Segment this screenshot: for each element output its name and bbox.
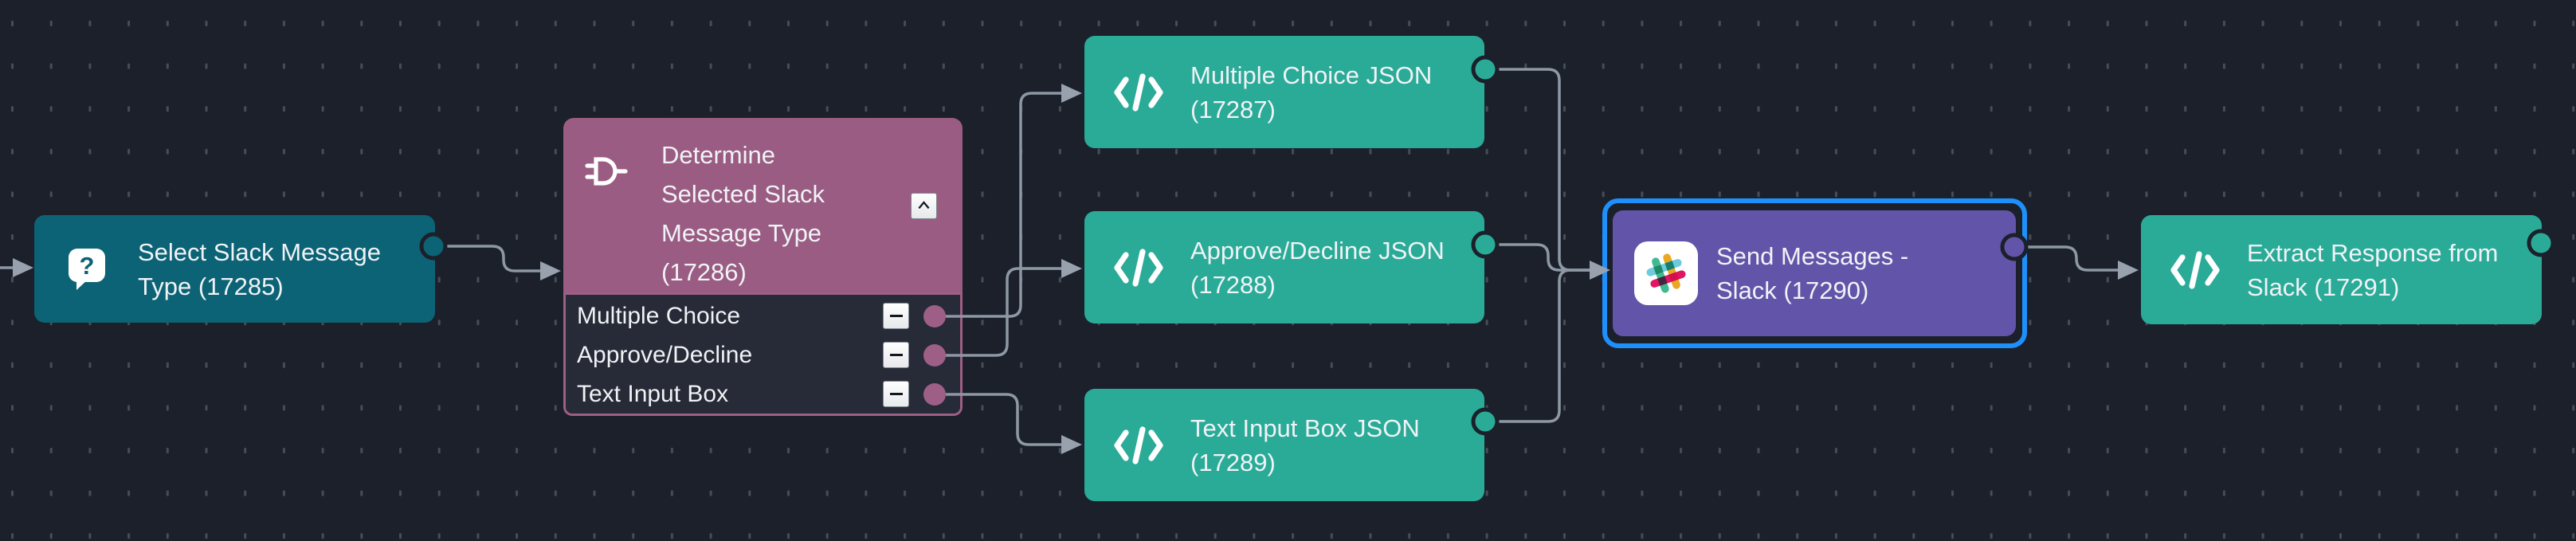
code-icon [1114,425,1163,465]
code-icon [1114,73,1163,112]
question-bubble-icon: ? [69,248,105,290]
node-title: Select Slack Message Type (17285) [138,237,381,300]
node-select-slack-message-type[interactable]: ? Select Slack Message Type (17285) [34,215,435,323]
node-header[interactable]: Determine Selected Slack Message Type (1… [563,118,963,292]
node-text-input-box-json[interactable]: Text Input Box JSON (17289) [1084,389,1484,501]
node-extract-response-from-slack[interactable]: Extract Response from Slack (17291) [2141,215,2542,324]
remove-output-button[interactable] [883,381,909,407]
output-row-approve-decline[interactable]: Approve/Decline [566,335,960,374]
minus-icon [889,315,903,317]
node-title: Approve/Decline JSON (17288) [1190,236,1445,299]
remove-output-button[interactable] [883,342,909,368]
output-row-label: Multiple Choice [577,302,741,329]
output-row-label: Text Input Box [577,380,729,407]
minus-icon [889,354,903,356]
node-approve-decline-json[interactable]: Approve/Decline JSON (17288) [1084,211,1484,323]
node-title: Multiple Choice JSON (17287) [1190,61,1433,123]
remove-output-button[interactable] [883,303,909,329]
code-icon [2170,250,2220,289]
code-icon [1114,248,1163,287]
node-multiple-choice-json[interactable]: Multiple Choice JSON (17287) [1084,36,1484,148]
node-title: Determine Selected Slack Message Type (1… [661,141,825,286]
slack-icon [1634,241,1698,305]
minus-icon [889,393,903,395]
node-title: Extract Response from Slack (17291) [2247,238,2499,301]
node-send-messages-slack[interactable]: Send Messages - Slack (17290) [1613,210,2016,336]
node-title: Text Input Box JSON (17289) [1190,414,1420,476]
plug-icon [585,157,628,186]
node-title: Send Messages - Slack (17290) [1716,242,1909,304]
chevron-up-icon [918,201,930,210]
svg-text:?: ? [80,252,95,280]
collapse-node-button[interactable] [911,193,937,219]
output-row-multiple-choice[interactable]: Multiple Choice [566,296,960,335]
output-row-text-input-box[interactable]: Text Input Box [566,374,960,414]
node-output-list: Multiple Choice Approve/Decline Text Inp… [563,292,963,416]
node-determine-selected-slack-message-type[interactable]: Determine Selected Slack Message Type (1… [563,118,963,416]
output-row-label: Approve/Decline [577,341,753,368]
